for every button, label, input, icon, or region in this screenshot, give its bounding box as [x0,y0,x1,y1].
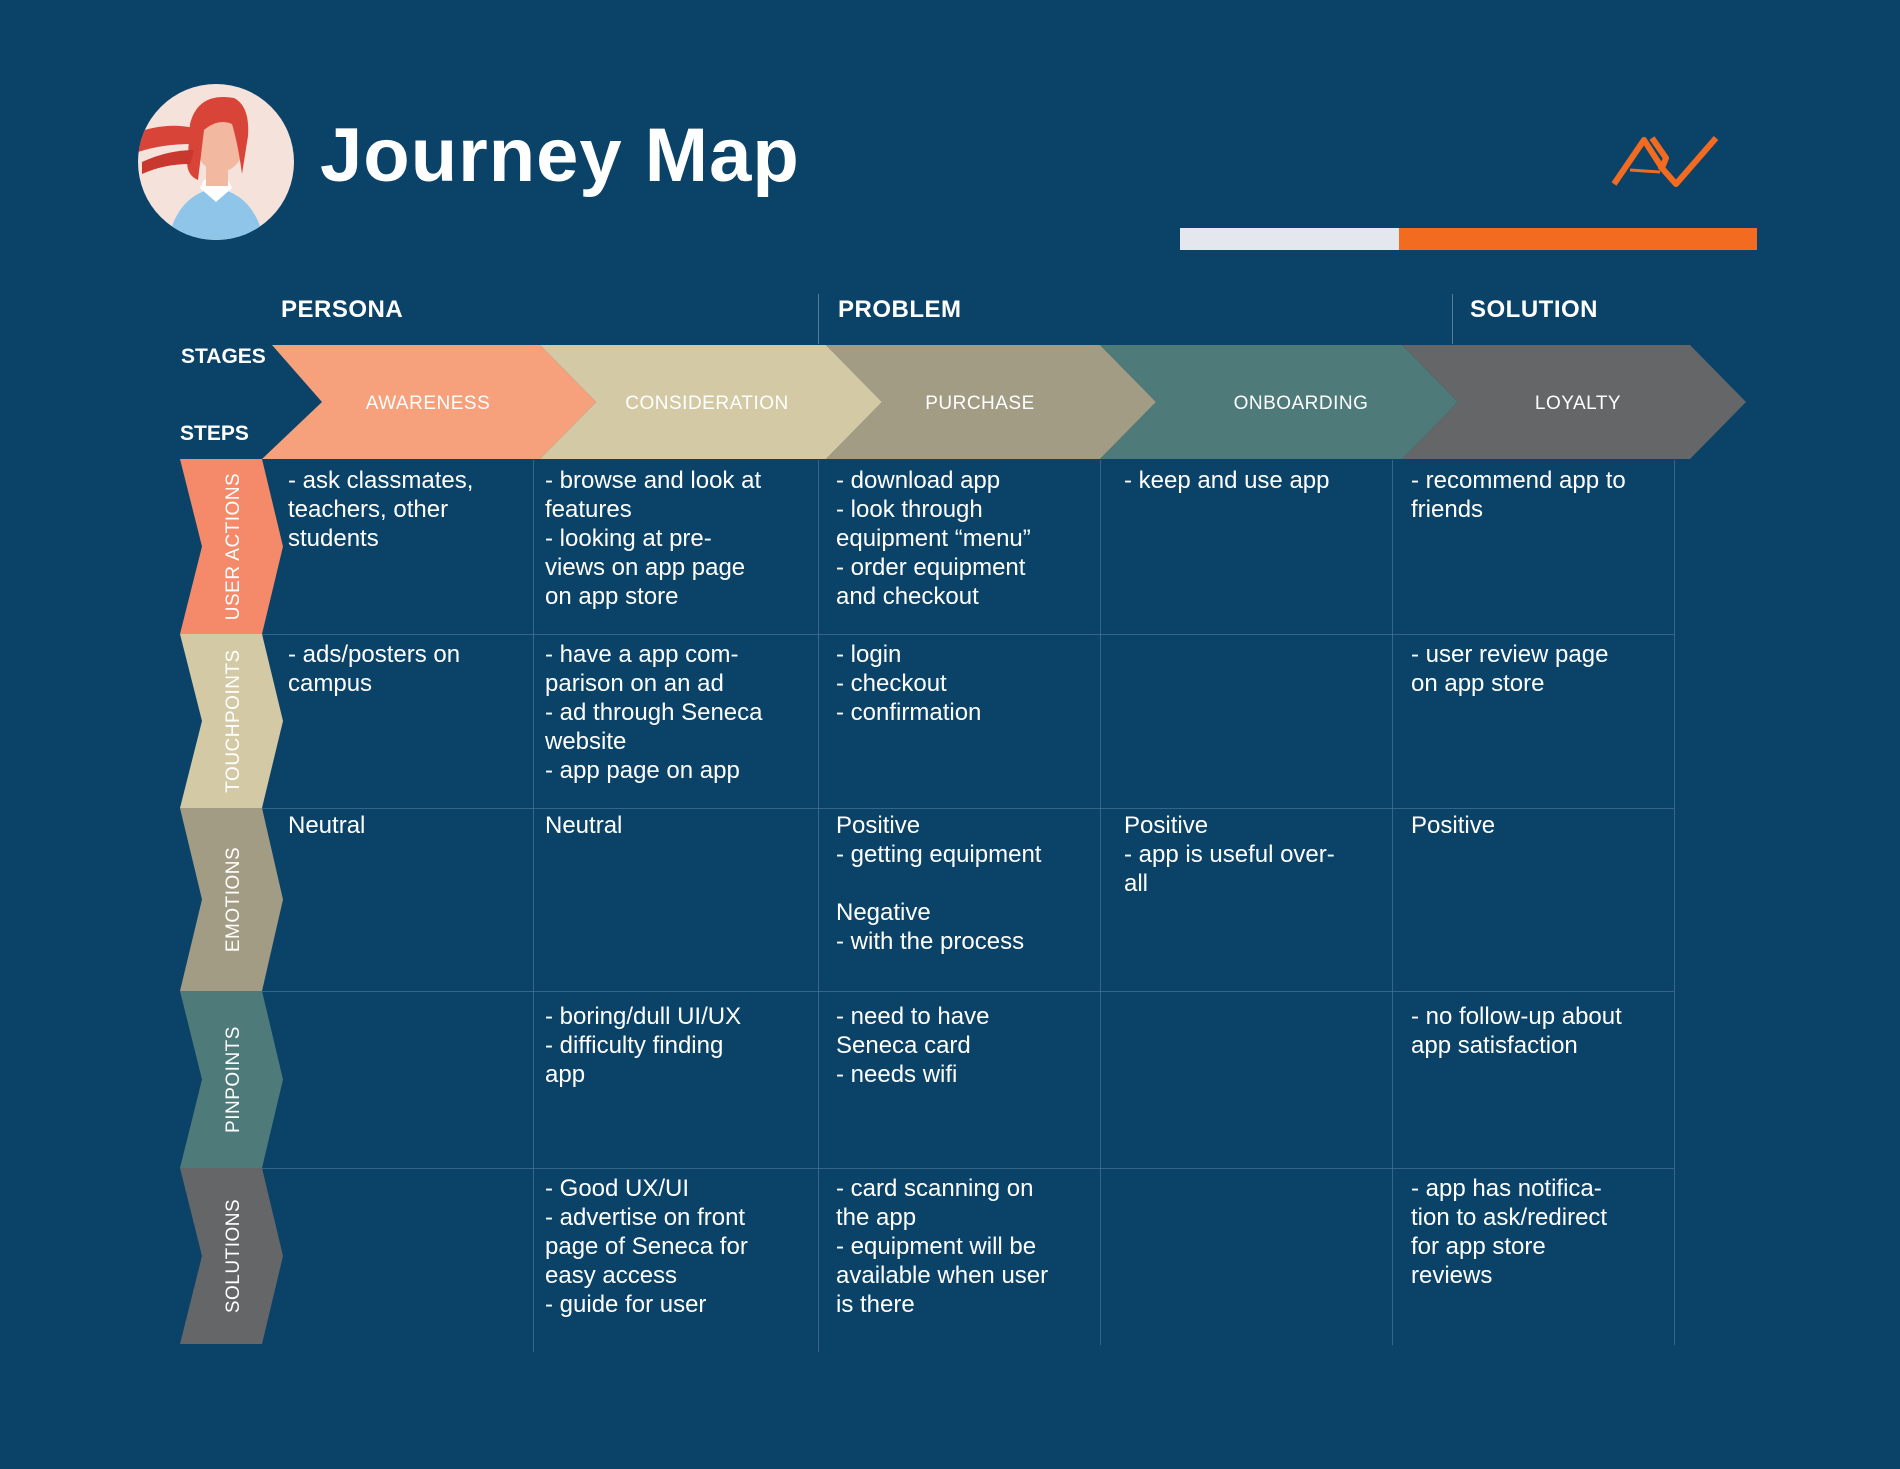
steps-label: STEPS [180,422,249,445]
grid-row-line [262,808,1674,809]
cell-touchpoints-purchase: - login - checkout - confirmation [836,641,982,726]
section-problem: PROBLEM [838,296,962,323]
row-label-touchpoints: TOUCHPOINTS [223,649,244,792]
row-label-pinpoints: PINPOINTS [223,1026,244,1133]
grid-column-line [1100,460,1101,1345]
stage-chevron-purchase [826,345,1156,459]
cell-touchpoints-awareness: - ads/posters on campus [288,641,461,697]
section-solution: SOLUTION [1470,296,1598,323]
stage-chevron-onboarding [1100,345,1458,459]
stages-label: STAGES [181,345,266,368]
row-label-user-actions: USER ACTIONS [223,473,244,620]
cell-emotions-purchase: Positive - getting equipment Negative - … [836,812,1042,955]
section-divider [1452,294,1453,344]
section-persona: PERSONA [281,296,404,323]
grid-column-line [818,460,819,1352]
stage-chevron-awareness [262,345,596,459]
cell-pinpoints-purchase: - need to have Seneca card - needs wifi [836,1003,990,1088]
cell-user-actions-loyalty: - recommend app to friends [1411,467,1626,523]
grid-row-line [262,1168,1674,1169]
cell-solutions-loyalty: - app has notifica- tion to ask/redirect… [1411,1175,1608,1289]
row-chevron-user-actions [180,459,283,634]
grid-column-line [1392,460,1393,1345]
cell-emotions-consideration: Neutral [545,812,623,839]
row-chevron-touchpoints [180,634,283,808]
row-label-emotions: EMOTIONS [223,847,244,952]
stage-label-purchase: PURCHASE [925,393,1035,414]
cell-user-actions-onboarding: - keep and use app [1124,467,1330,494]
stage-chevron-loyalty [1402,345,1746,459]
cell-touchpoints-loyalty: - user review page on app store [1411,641,1609,697]
cell-pinpoints-loyalty: - no follow-up about app satisfaction [1411,1003,1622,1059]
accent-bar-light [1180,228,1400,250]
cell-user-actions-consideration: - browse and look at features - looking … [545,467,762,610]
stage-label-onboarding: ONBOARDING [1234,393,1369,414]
cell-touchpoints-consideration: - have a app com- parison on an ad - ad … [545,641,763,784]
cell-emotions-loyalty: Positive [1411,812,1496,839]
cell-solutions-consideration: - Good UX/UI - advertise on front page o… [545,1175,748,1318]
grid-column-line [1674,460,1675,1345]
cell-user-actions-awareness: - ask classmates, teachers, other studen… [288,467,474,552]
cell-emotions-onboarding: Positive - app is useful over- all [1124,812,1335,897]
stage-label-awareness: AWARENESS [366,393,491,414]
stage-chevron-consideration [540,345,882,459]
grid-column-line [533,460,534,1352]
accent-bar-orange [1399,228,1757,250]
stage-label-loyalty: LOYALTY [1535,393,1621,414]
grid-row-line [262,991,1674,992]
row-chevron-solutions [180,1168,283,1344]
cell-emotions-awareness: Neutral [288,812,366,839]
row-chevron-emotions [180,808,283,991]
grid-row-line [262,634,1674,635]
persona-avatar [138,84,294,240]
cell-solutions-purchase: - card scanning on the app - equipment w… [836,1175,1049,1318]
row-label-solutions: SOLUTIONS [223,1199,244,1313]
section-divider [818,294,819,344]
cell-pinpoints-consideration: - boring/dull UI/UX - difficulty finding… [545,1003,742,1088]
stage-label-consideration: CONSIDERATION [625,393,788,414]
row-chevron-pinpoints [180,991,283,1168]
page-title: Journey Map [320,113,800,198]
cell-user-actions-purchase: - download app - look through equipment … [836,467,1031,610]
brand-logo [1611,136,1719,187]
